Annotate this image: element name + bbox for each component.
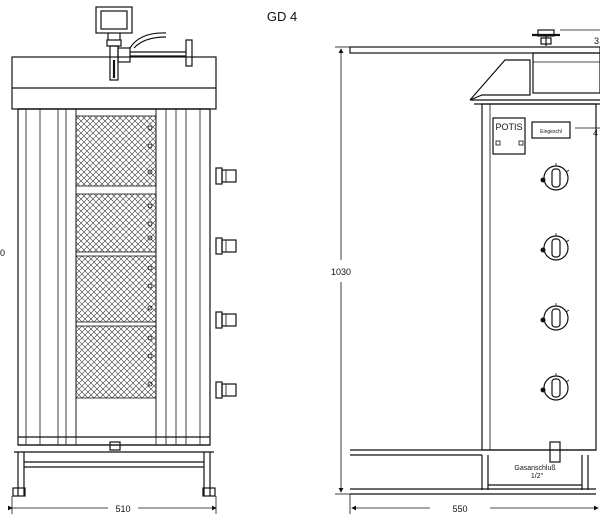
height-dimension: 1030 xyxy=(331,267,351,277)
front-knobs xyxy=(215,167,237,399)
mesh-panel xyxy=(76,326,156,398)
front-knob xyxy=(215,167,237,185)
top-shelf xyxy=(349,46,600,54)
depth-dimension: 550 xyxy=(452,504,467,514)
motor-housing xyxy=(532,52,600,94)
side-knob xyxy=(540,303,570,331)
front-knob xyxy=(215,237,237,255)
gas-connector xyxy=(549,441,561,463)
front-knob xyxy=(215,381,237,399)
mesh-panel xyxy=(76,116,156,186)
drawing-title: GD 4 xyxy=(267,9,297,24)
sticker xyxy=(531,121,571,139)
logo-plate xyxy=(492,117,526,155)
front-body xyxy=(17,108,211,446)
front-knob xyxy=(215,311,237,329)
width-dimension: 510 xyxy=(115,504,130,514)
burner-mesh xyxy=(75,108,157,438)
spit-handle xyxy=(185,39,193,67)
side-knob xyxy=(540,233,570,261)
side-knob xyxy=(540,373,570,401)
side-knob xyxy=(540,163,570,191)
side-knobs xyxy=(540,163,570,401)
motor-box xyxy=(95,6,133,34)
brand-label: POTIS xyxy=(495,122,522,132)
side-partial-dimension: 4 xyxy=(593,128,598,138)
side-hood xyxy=(469,59,531,101)
sticker-label: Eingeschl xyxy=(540,129,562,135)
side-view: POTIS Eingeschl Gasanschluß 1/2" 1030 55 xyxy=(331,29,600,514)
mesh-panel xyxy=(76,256,156,322)
top-partial-dimension: 3 xyxy=(594,36,599,46)
mesh-panel xyxy=(76,194,156,252)
spit-shaft xyxy=(109,45,119,81)
gas-size-label: 1/2" xyxy=(531,473,544,480)
front-height-dimension: 0 xyxy=(0,248,5,258)
gas-label: Gasanschluß xyxy=(514,465,555,472)
front-view: 510 0 xyxy=(0,6,237,514)
side-body xyxy=(481,103,597,451)
